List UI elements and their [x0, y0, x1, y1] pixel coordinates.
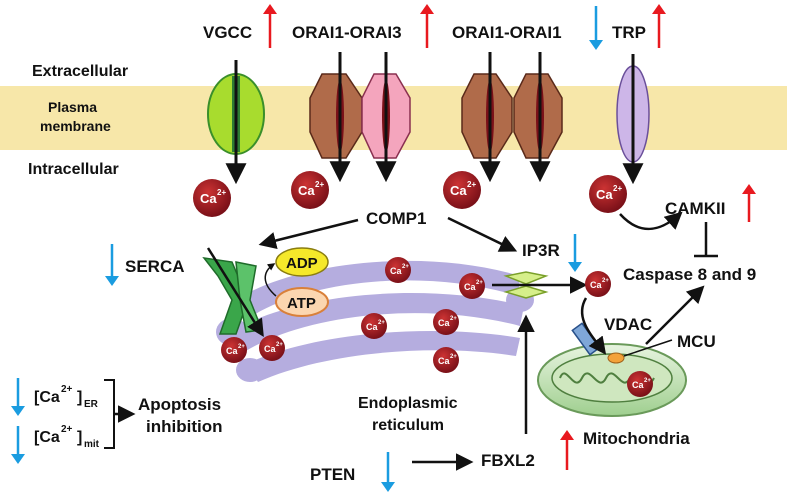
svg-text:Ca: Ca	[264, 344, 276, 354]
ca-ion-vgcc: Ca 2+	[193, 179, 231, 217]
svg-text:ER: ER	[84, 399, 99, 410]
camkii-label: CAMKII	[665, 199, 725, 218]
svg-text:2+: 2+	[613, 184, 622, 193]
svg-text:2+: 2+	[450, 316, 457, 322]
trp-label: TRP	[612, 23, 646, 42]
orai13-label: ORAI1-ORAI3	[292, 23, 402, 42]
pten-down-arrow	[381, 452, 395, 492]
svg-text:Ca: Ca	[590, 280, 602, 290]
ip3r-label: IP3R	[522, 241, 560, 260]
serca-label: SERCA	[125, 257, 185, 276]
trp-to-camkii-arrow	[619, 211, 683, 231]
serca-down-arrow	[105, 244, 119, 286]
svg-text:Ca: Ca	[226, 346, 238, 356]
ca-mit-label: [Ca 2+ ] mit	[34, 424, 100, 450]
svg-text:]: ]	[77, 429, 82, 446]
vgcc-up-arrow	[263, 4, 277, 48]
svg-text:]: ]	[77, 389, 82, 406]
orai11-label: ORAI1-ORAI1	[452, 23, 562, 42]
svg-text:Ca: Ca	[200, 191, 217, 206]
orai13-up-arrow	[420, 4, 434, 48]
trp-up-arrow	[652, 4, 666, 48]
influx-arrows	[225, 52, 644, 185]
er-label-line2: reticulum	[372, 417, 444, 434]
svg-text:Ca: Ca	[596, 187, 613, 202]
svg-text:2+: 2+	[61, 424, 73, 435]
ca-ion-ip3r: Ca 2+	[585, 271, 611, 297]
svg-text:Ca: Ca	[390, 266, 402, 276]
ca-ion-orai13: Ca 2+	[291, 171, 329, 209]
ca-to-mito-arrow	[580, 297, 607, 355]
atp-badge: ATP	[275, 287, 329, 317]
camkii-inhibit-caspase	[694, 222, 718, 258]
intracellular-label: Intracellular	[28, 161, 119, 178]
svg-text:ADP: ADP	[286, 255, 318, 272]
mito-to-caspase-arrow	[645, 285, 705, 345]
ip3r-channel	[503, 271, 549, 299]
ca-er-label: [Ca 2+ ] ER	[34, 384, 99, 410]
svg-text:Ca: Ca	[464, 282, 476, 292]
fbxl2-label: FBXL2	[481, 451, 535, 470]
fbxl2-up-arrow	[560, 430, 574, 470]
comp1-label: COMP1	[366, 209, 426, 228]
ca-ion-orai11: Ca 2+	[443, 171, 481, 209]
apoptosis-label-line2: inhibition	[146, 417, 222, 436]
svg-text:Ca: Ca	[438, 356, 450, 366]
serca-transport-arrow	[206, 247, 264, 337]
svg-text:2+: 2+	[450, 354, 457, 360]
adp-badge: ADP	[275, 247, 329, 277]
mcu-pointer	[623, 339, 673, 357]
ca-ion-mito: Ca 2+	[627, 371, 653, 397]
svg-text:ATP: ATP	[287, 295, 316, 312]
camkii-up-arrow	[742, 184, 756, 222]
svg-text:[Ca: [Ca	[34, 389, 60, 406]
svg-text:Ca: Ca	[450, 183, 467, 198]
svg-text:2+: 2+	[238, 344, 245, 350]
mcu-channel	[607, 352, 625, 364]
mcu-label: MCU	[677, 332, 716, 351]
svg-text:Ca: Ca	[632, 380, 644, 390]
svg-text:2+: 2+	[217, 188, 226, 197]
svg-text:2+: 2+	[402, 264, 409, 270]
comp1-to-serca-arrow	[258, 218, 359, 250]
ca-mit-down-arrow	[11, 426, 25, 464]
svg-text:2+: 2+	[276, 342, 283, 348]
svg-text:mit: mit	[84, 439, 100, 450]
ip3r-down-arrow	[568, 234, 582, 272]
comp1-to-ip3r-arrow	[447, 216, 518, 252]
atp-to-adp-arrow	[264, 263, 277, 297]
mitochondria	[537, 343, 687, 417]
summary-bracket	[104, 379, 115, 449]
svg-text:Ca: Ca	[438, 318, 450, 328]
svg-text:2+: 2+	[467, 180, 476, 189]
svg-text:2+: 2+	[61, 384, 73, 395]
caspase-label: Caspase 8 and 9	[623, 265, 756, 284]
svg-text:2+: 2+	[476, 280, 483, 286]
vgcc-label: VGCC	[203, 23, 252, 42]
svg-text:2+: 2+	[602, 278, 609, 284]
svg-text:Ca: Ca	[366, 322, 378, 332]
apoptosis-label-line1: Apoptosis	[138, 395, 221, 414]
er-label-line1: Endoplasmic	[358, 395, 458, 412]
pten-label: PTEN	[310, 465, 355, 484]
vdac-label: VDAC	[604, 315, 652, 334]
extracellular-label: Extracellular	[32, 63, 128, 80]
plasma-label: Plasma	[48, 99, 97, 115]
membrane-label: membrane	[40, 118, 111, 134]
svg-text:Ca: Ca	[298, 183, 315, 198]
orai11-down-arrow	[589, 6, 603, 50]
svg-text:2+: 2+	[378, 320, 385, 326]
ca-ion-trp: Ca 2+	[589, 175, 627, 213]
svg-text:2+: 2+	[315, 180, 324, 189]
mitochondria-label: Mitochondria	[583, 429, 690, 448]
svg-text:2+: 2+	[644, 378, 651, 384]
ca-er-down-arrow	[11, 378, 25, 416]
svg-text:[Ca: [Ca	[34, 429, 60, 446]
